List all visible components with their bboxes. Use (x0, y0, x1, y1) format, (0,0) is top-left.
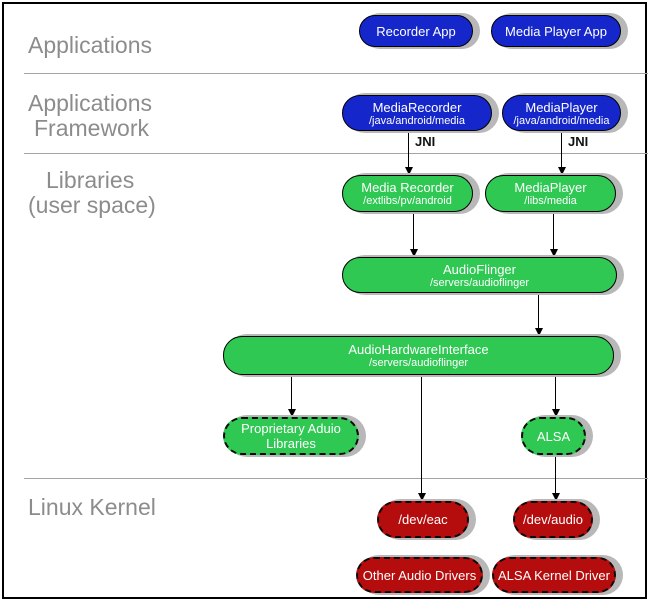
layer-label-libraries-line2: (user space) (28, 192, 156, 218)
node-title: MediaPlayer (525, 99, 598, 115)
node-title: AudioFlinger (443, 261, 516, 277)
connector-jni-mediarecorder (404, 131, 413, 175)
connector-mediarecorder-audioflinger (409, 212, 418, 257)
connector-jni-mediaplayer (557, 131, 566, 175)
node-title: MediaPlayer (514, 180, 587, 195)
connector-ahi-dev-eac (417, 375, 426, 501)
divider-libraries-kernel (24, 478, 648, 479)
node-title: /dev/audio (523, 512, 583, 527)
node-path: /servers/audioflinger (429, 276, 530, 289)
node-title: Media Recorder (361, 180, 454, 195)
connector-mediaplayer-audioflinger (549, 212, 558, 257)
node-path: /java/android/media (368, 114, 465, 127)
layer-label-framework-line1: Applications (28, 90, 153, 116)
node-mediaplayer-lib: MediaPlayer /libs/media (485, 175, 616, 212)
node-mediaplayer-framework: MediaPlayer /java/android/media (502, 95, 621, 131)
node-other-audio-drivers: Other Audio Drivers (356, 557, 483, 593)
node-title: Proprietary Aduio (241, 421, 341, 436)
node-title: Other Audio Drivers (362, 567, 477, 583)
connector-ahi-alsa (551, 375, 560, 417)
node-title: /dev/eac (398, 512, 448, 527)
node-dev-eac: /dev/eac (377, 501, 469, 538)
node-proprietary-audio-libraries: Proprietary Aduio Libraries (223, 417, 359, 455)
node-dev-audio: /dev/audio (513, 501, 593, 538)
node-recorder-app: Recorder App (359, 15, 473, 47)
connector-alsa-dev-audio (551, 455, 560, 501)
node-path: /java/android/media (513, 114, 610, 127)
node-title: AudioHardwareInterface (348, 342, 489, 357)
node-title-line2: Libraries (266, 436, 316, 451)
node-title: ALSA Kernel Driver (498, 567, 610, 583)
node-media-player-app: Media Player App (491, 15, 621, 47)
node-path: /libs/media (524, 195, 577, 207)
node-path: /servers/audioflinger (368, 357, 469, 369)
layer-label-libraries-line1: Libraries (46, 167, 135, 193)
node-title: MediaRecorder (372, 99, 462, 115)
connector-audioflinger-ahi (534, 293, 543, 336)
layer-label-applications: Applications (28, 32, 153, 58)
jni-label-left: JNI (415, 134, 436, 149)
jni-label-right: JNI (568, 134, 589, 149)
layer-label-linux-kernel: Linux Kernel (28, 494, 156, 520)
layer-label-framework-line2: Framework (34, 115, 150, 141)
node-title: ALSA (536, 428, 571, 444)
connector-ahi-proprietary (287, 375, 296, 417)
node-audioflinger: AudioFlinger /servers/audioflinger (342, 257, 617, 293)
node-title: Recorder App (376, 23, 456, 39)
node-audio-hardware-interface: AudioHardwareInterface /servers/audiofli… (223, 336, 614, 375)
node-alsa: ALSA (521, 417, 586, 455)
node-alsa-kernel-driver: ALSA Kernel Driver (492, 557, 616, 593)
node-mediarecorder-framework: MediaRecorder /java/android/media (342, 95, 492, 131)
divider-applications-framework (24, 73, 648, 74)
divider-framework-libraries (24, 153, 648, 154)
node-title: Media Player App (505, 23, 607, 39)
node-media-recorder-lib: Media Recorder /extlibs/pv/android (342, 175, 473, 212)
node-path: /extlibs/pv/android (363, 195, 452, 207)
